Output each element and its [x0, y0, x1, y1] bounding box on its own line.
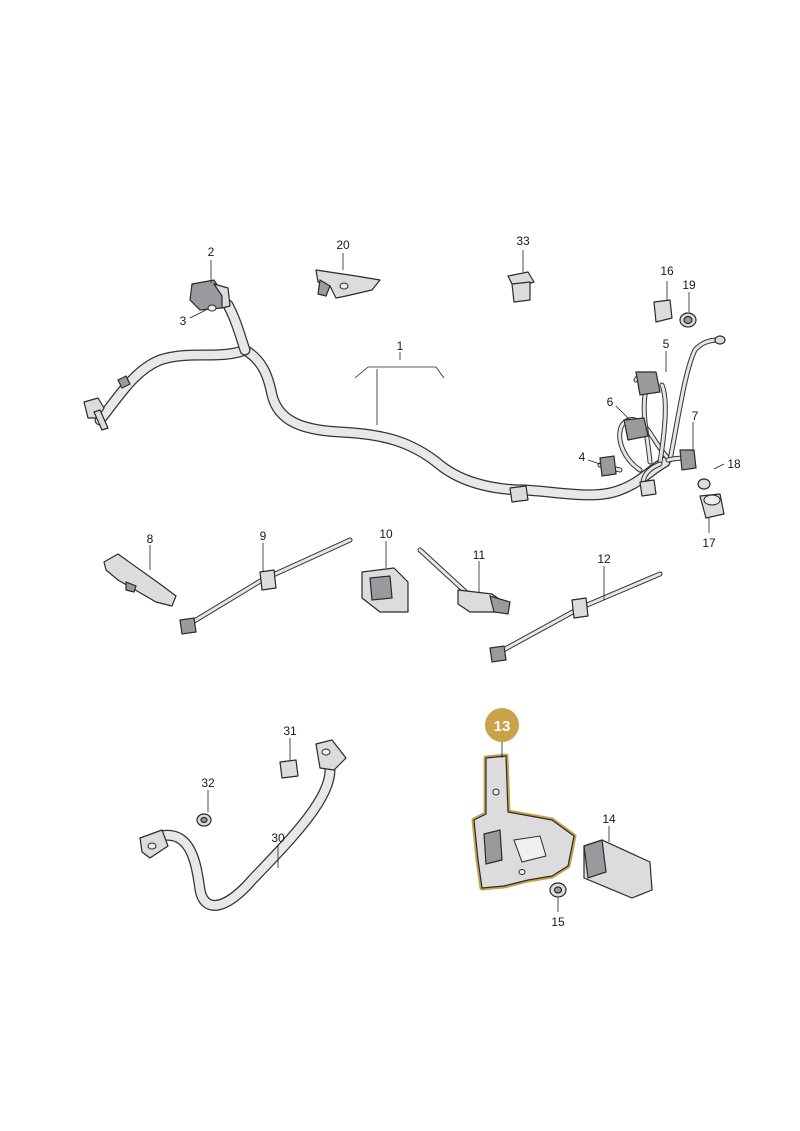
callout-3: 3 — [180, 314, 187, 328]
callout-15: 15 — [551, 915, 565, 929]
callout-20: 20 — [336, 238, 350, 252]
highlighted-bracket — [471, 753, 577, 891]
cable-guide — [103, 553, 177, 607]
damper-block — [583, 839, 653, 899]
callout-1: 1 — [397, 339, 404, 353]
hex-nut — [549, 882, 567, 898]
callout-17: 17 — [702, 536, 716, 550]
callout-8: 8 — [147, 532, 154, 546]
callout-6: 6 — [607, 395, 614, 409]
main-wiring-harness — [83, 299, 726, 503]
callout-4: 4 — [579, 450, 586, 464]
callout-31: 31 — [283, 724, 297, 738]
highlight-badge — [485, 708, 519, 742]
ground-cable — [139, 739, 347, 911]
callout-13: 13 — [494, 718, 511, 735]
callout-7: 7 — [692, 409, 699, 423]
cable-tie-with-clip — [417, 547, 511, 615]
callout-33: 33 — [516, 234, 530, 248]
callout-2: 2 — [208, 245, 215, 259]
mounting-bracket — [315, 269, 381, 299]
callout-30: 30 — [271, 831, 285, 845]
callout-32: 32 — [201, 776, 215, 790]
callout-18: 18 — [727, 457, 741, 471]
connector-holder — [361, 567, 409, 613]
cable-tie-long — [489, 571, 663, 663]
callout-11: 11 — [473, 548, 486, 562]
grommet-parts — [653, 299, 725, 519]
callout-14: 14 — [602, 812, 616, 826]
callout-9: 9 — [260, 529, 267, 543]
callout-16: 16 — [660, 264, 674, 278]
callout-5: 5 — [663, 337, 670, 351]
blanking-plug — [507, 271, 535, 303]
callout-12: 12 — [597, 552, 611, 566]
leader-lines — [149, 250, 725, 912]
nut-parts — [196, 759, 299, 827]
connector-housing — [189, 279, 231, 312]
cable-tie — [179, 537, 353, 635]
callout-labels: 1 2 3 4 5 6 7 8 9 10 11 12 13 14 15 16 1… — [147, 234, 741, 929]
callout-19: 19 — [682, 278, 696, 292]
callout-10: 10 — [379, 527, 393, 541]
